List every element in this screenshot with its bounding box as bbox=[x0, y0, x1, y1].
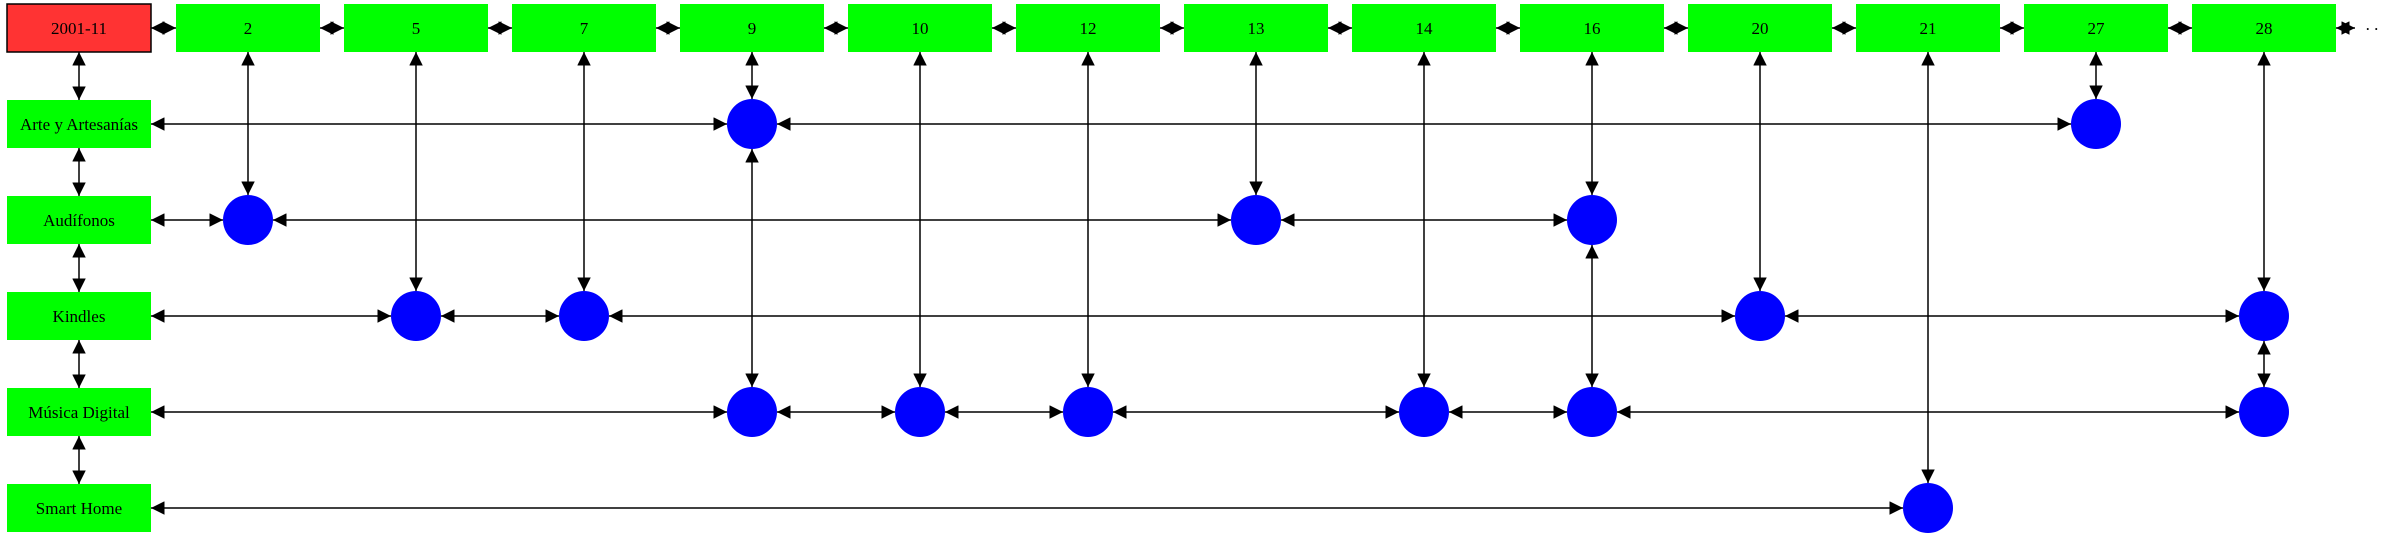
dot-musica-digital-14 bbox=[1399, 387, 1449, 437]
column-header-5-box bbox=[344, 4, 488, 52]
column-header-14-box bbox=[1352, 4, 1496, 52]
column-header-5-label: 5 bbox=[412, 19, 421, 38]
column-header-21-label: 21 bbox=[1920, 19, 1937, 38]
dot-arte-y-artesanias-9 bbox=[727, 99, 777, 149]
column-header-20-label: 20 bbox=[1752, 19, 1769, 38]
category-musica-digital: Música Digital bbox=[7, 388, 151, 436]
column-header-13: 13 bbox=[1184, 4, 1328, 52]
dot-kindles-20 bbox=[1735, 291, 1785, 341]
column-header-27: 27 bbox=[2024, 4, 2168, 52]
column-header-28: 28 bbox=[2192, 4, 2336, 52]
category-audifonos-label: Audífonos bbox=[43, 211, 115, 230]
root-node: 2001-11 bbox=[6, 3, 152, 53]
column-header-12-box bbox=[1016, 4, 1160, 52]
category-kindles-label: Kindles bbox=[53, 307, 106, 326]
dot-audifonos-16 bbox=[1567, 195, 1617, 245]
column-header-28-label: 28 bbox=[2256, 19, 2273, 38]
column-header-21: 21 bbox=[1856, 4, 2000, 52]
column-header-27-box bbox=[2024, 4, 2168, 52]
column-header-12-label: 12 bbox=[1080, 19, 1097, 38]
dot-kindles-7 bbox=[559, 291, 609, 341]
column-header-10: 10 bbox=[848, 4, 992, 52]
category-kindles-box bbox=[7, 292, 151, 340]
column-header-9-label: 9 bbox=[748, 19, 757, 38]
column-header-13-label: 13 bbox=[1248, 19, 1265, 38]
column-header-20: 20 bbox=[1688, 4, 1832, 52]
category-audifonos: Audífonos bbox=[7, 196, 151, 244]
dot-musica-digital-12 bbox=[1063, 387, 1113, 437]
category-musica-digital-label: Música Digital bbox=[28, 403, 130, 422]
column-header-2: 2 bbox=[176, 4, 320, 52]
dot-smart-home-21 bbox=[1903, 483, 1953, 533]
category-kindles: Kindles bbox=[7, 292, 151, 340]
column-header-12: 12 bbox=[1016, 4, 1160, 52]
category-arte-y-artesanias-label: Arte y Artesanías bbox=[20, 115, 138, 134]
category-arte-y-artesanias-box bbox=[7, 100, 151, 148]
column-header-9: 9 bbox=[680, 4, 824, 52]
edges-layer bbox=[72, 21, 2355, 515]
more-columns-ellipsis: . . bbox=[2366, 15, 2379, 34]
column-header-16: 16 bbox=[1520, 4, 1664, 52]
category-smart-home: Smart Home bbox=[7, 484, 151, 532]
column-header-27-label: 27 bbox=[2088, 19, 2106, 38]
root-node-label: 2001-11 bbox=[51, 19, 107, 38]
column-header-7: 7 bbox=[512, 4, 656, 52]
dot-kindles-5 bbox=[391, 291, 441, 341]
column-header-9-box bbox=[680, 4, 824, 52]
column-header-14-label: 14 bbox=[1416, 19, 1434, 38]
column-header-7-box bbox=[512, 4, 656, 52]
category-musica-digital-box bbox=[7, 388, 151, 436]
column-header-21-box bbox=[1856, 4, 2000, 52]
dot-musica-digital-9 bbox=[727, 387, 777, 437]
category-audifonos-box bbox=[7, 196, 151, 244]
dot-musica-digital-28 bbox=[2239, 387, 2289, 437]
category-smart-home-box bbox=[7, 484, 151, 532]
dot-kindles-28 bbox=[2239, 291, 2289, 341]
column-header-10-box bbox=[848, 4, 992, 52]
dot-audifonos-2 bbox=[223, 195, 273, 245]
category-arte-y-artesanias: Arte y Artesanías bbox=[7, 100, 151, 148]
column-header-16-box bbox=[1520, 4, 1664, 52]
root-node-box bbox=[6, 3, 152, 53]
dot-audifonos-13 bbox=[1231, 195, 1281, 245]
column-header-14: 14 bbox=[1352, 4, 1496, 52]
category-smart-home-label: Smart Home bbox=[36, 499, 122, 518]
column-header-13-box bbox=[1184, 4, 1328, 52]
column-header-28-box bbox=[2192, 4, 2336, 52]
column-header-20-box bbox=[1688, 4, 1832, 52]
column-header-7-label: 7 bbox=[580, 19, 589, 38]
dot-arte-y-artesanias-27 bbox=[2071, 99, 2121, 149]
column-header-5: 5 bbox=[344, 4, 488, 52]
dot-musica-digital-10 bbox=[895, 387, 945, 437]
column-header-2-label: 2 bbox=[244, 19, 253, 38]
column-header-2-box bbox=[176, 4, 320, 52]
column-header-16-label: 16 bbox=[1584, 19, 1601, 38]
column-header-10-label: 10 bbox=[912, 19, 929, 38]
dot-musica-digital-16 bbox=[1567, 387, 1617, 437]
